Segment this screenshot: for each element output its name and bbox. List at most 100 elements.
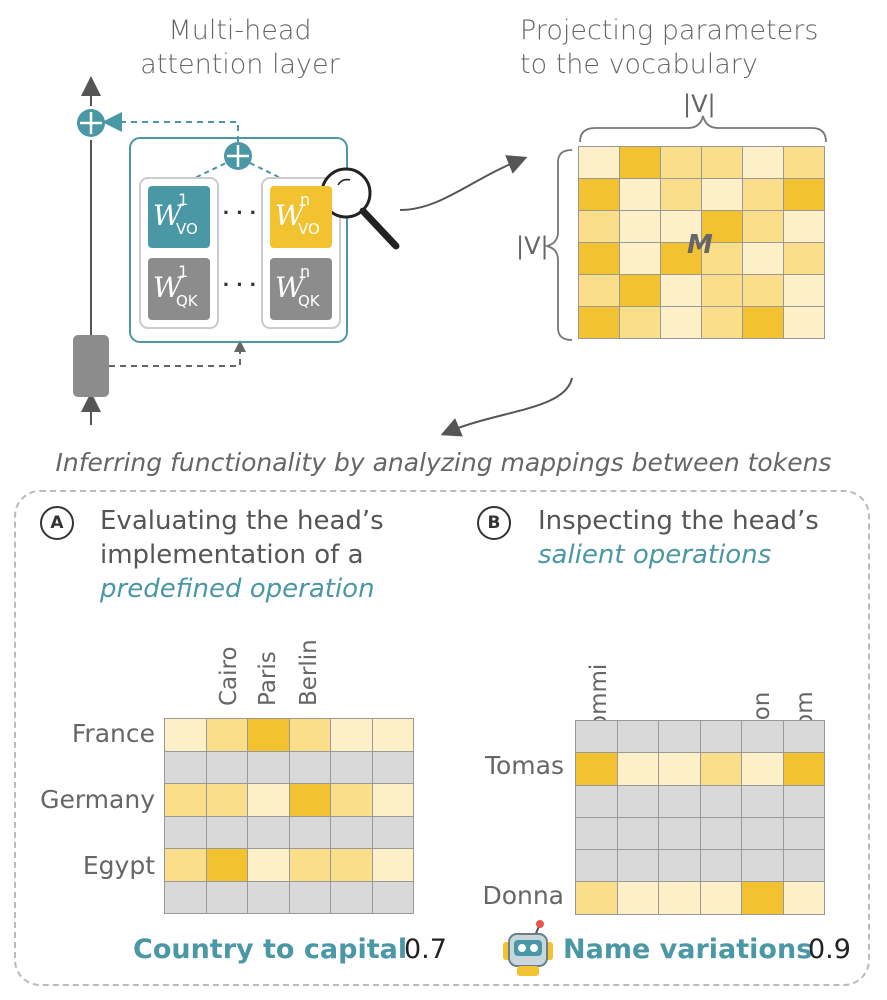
matrix-cell: [165, 719, 207, 752]
matrix-cell: [783, 850, 825, 883]
heading-line: Inspecting the head’s: [538, 506, 819, 536]
w-sub: VO: [176, 220, 198, 238]
vocab-label-top: |V|: [683, 90, 716, 118]
matrix-cell: [742, 721, 784, 754]
matrix-cell: [206, 751, 248, 784]
matrix-cell: [372, 816, 414, 849]
w-sub: VO: [298, 220, 320, 238]
row-label-germany: Germany: [40, 785, 155, 814]
w-vo-first: W 1 VO: [148, 186, 210, 248]
matrix-cell: [743, 275, 784, 307]
matrix-cell: [576, 882, 618, 915]
w-letter: W: [275, 271, 304, 304]
matrix-cell: [742, 785, 784, 818]
matrix-cell: [331, 849, 373, 882]
matrix-cell: [579, 147, 620, 179]
matrix-cell: [331, 881, 373, 914]
matrix-cell: [700, 753, 742, 786]
result-label-a: Country to capital: [133, 934, 408, 965]
analysis-container: [14, 490, 870, 986]
matrix-cell: [165, 816, 207, 849]
matrix-cell: [331, 816, 373, 849]
infer-arrow: [440, 377, 573, 437]
vocab-brace-left: [543, 149, 573, 341]
matrix-cell: [661, 275, 702, 307]
w-sub: QK: [298, 292, 320, 310]
matrix-cell: [661, 179, 702, 211]
matrix-cell: [702, 211, 743, 243]
badge-a: A: [40, 506, 74, 540]
matrix-cell: [248, 881, 290, 914]
matrix-cell: [702, 243, 743, 275]
matrix-cell: [165, 881, 207, 914]
section-a-heading: Evaluating the head’s implementation of …: [100, 504, 430, 606]
matrix-cell: [248, 719, 290, 752]
matrix-cell: [372, 881, 414, 914]
matrix-cell: [659, 817, 701, 851]
matrix-cell: [784, 307, 825, 339]
matrix-cell: [700, 721, 742, 754]
row-label-france: France: [71, 719, 155, 748]
matrix-cell: [206, 719, 248, 752]
vocab-label-left: |V|: [516, 232, 549, 260]
heading-highlight: salient operations: [538, 540, 772, 570]
w-sup: 1: [178, 262, 189, 281]
projection-matrix: [578, 146, 825, 339]
matrix-cell: [784, 147, 825, 179]
vocab-brace-top: [579, 115, 827, 143]
matrix-cell: [659, 721, 701, 754]
matrix-cell: [289, 784, 331, 817]
matrix-cell: [372, 719, 414, 752]
matrix-cell: [702, 179, 743, 211]
matrix-cell: [289, 751, 331, 784]
matrix-cell: [620, 211, 661, 243]
matrix-cell: [783, 785, 825, 818]
matrix-cell: [784, 179, 825, 211]
matrix-cell: [248, 849, 290, 882]
matrix-cell: [165, 751, 207, 784]
matrix-cell: [742, 753, 784, 786]
matrix-cell: [743, 243, 784, 275]
matrix-cell: [617, 882, 659, 915]
matrix-cell: [659, 753, 701, 786]
title-line-1: Multi-head: [168, 15, 312, 46]
matrix-cell: [248, 816, 290, 849]
matrix-cell: [742, 850, 784, 883]
matrix-cell: [617, 721, 659, 754]
matrix-cell: [700, 882, 742, 915]
matrix-cell: [783, 753, 825, 786]
matrix-cell: [206, 849, 248, 882]
matrix-cell: [289, 849, 331, 882]
matrix-cell: [743, 147, 784, 179]
matrix-cell: [659, 785, 701, 818]
badge-b: B: [477, 506, 511, 540]
title-line-1: Projecting parameters: [520, 15, 819, 46]
result-score-a: 0.7: [404, 934, 447, 965]
project-arrow: [399, 155, 528, 211]
col-label-berlin: Berlin: [296, 639, 322, 706]
w-sub: QK: [176, 292, 198, 310]
w-sup: 1: [178, 190, 189, 209]
matrix-cell: [702, 275, 743, 307]
matrix-cell: [742, 817, 784, 851]
matrix-cell: [783, 817, 825, 851]
matrix-cell: [659, 882, 701, 915]
matrix-cell: [289, 881, 331, 914]
matrix-cell: [620, 275, 661, 307]
matrix-cell: [289, 719, 331, 752]
matrix-cell: [331, 751, 373, 784]
matrix-cell: [617, 785, 659, 818]
matrix-cell: [661, 211, 702, 243]
matrix-cell: [579, 179, 620, 211]
result-label-b: Name variations: [563, 934, 813, 965]
matrix-cell: [617, 850, 659, 883]
matrix-cell: [661, 243, 702, 275]
matrix-cell: [372, 849, 414, 882]
matrix-cell: [576, 753, 618, 786]
matrix-cell: [579, 275, 620, 307]
w-sup: n: [300, 190, 311, 209]
matrix-label: M: [687, 230, 713, 260]
col-label-cairo: Cairo: [216, 646, 242, 706]
row-label-egypt: Egypt: [82, 851, 155, 880]
projection-title: Projecting parameters to the vocabulary: [520, 14, 860, 82]
